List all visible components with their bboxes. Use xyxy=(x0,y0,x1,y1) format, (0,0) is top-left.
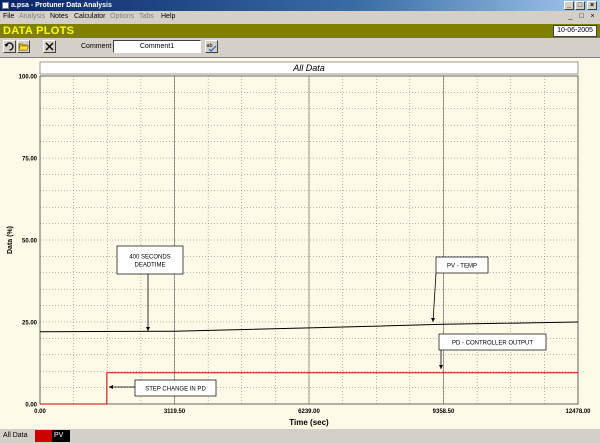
series-line-1 xyxy=(40,372,578,405)
x-tick-label: 6239.00 xyxy=(298,409,320,415)
annotation-box xyxy=(438,333,547,351)
y-tick-label: 75.00 xyxy=(22,157,38,163)
annotation-label: PV - TEMP xyxy=(447,263,477,269)
toolbar: Comment Comment1 ab xyxy=(0,39,600,55)
y-tick-label: 25.00 xyxy=(22,321,38,327)
tab-pd[interactable]: PD xyxy=(35,430,55,442)
svg-text:ab: ab xyxy=(207,43,213,49)
y-tick-label: 50.00 xyxy=(22,239,38,245)
menu-tabs[interactable]: Tabs xyxy=(139,13,154,20)
annotation-box xyxy=(116,245,184,275)
child-close-button[interactable]: × xyxy=(590,13,595,20)
folder-icon xyxy=(18,43,29,51)
x-tick-label: 12478.00 xyxy=(565,409,591,415)
x-axis-label: Time (sec) xyxy=(289,418,329,427)
maximize-button[interactable]: □ xyxy=(575,1,585,10)
annotation-arrow-head xyxy=(431,318,435,322)
menu-file[interactable]: File xyxy=(3,13,15,20)
annotation-arrow-head xyxy=(146,327,150,331)
annotation-arrow-head xyxy=(439,365,443,369)
menu-notes[interactable]: Notes xyxy=(50,13,69,20)
chart-title: All Data xyxy=(292,63,325,73)
menu-analysis[interactable]: Analysis xyxy=(19,13,46,20)
annotation-arrow-line xyxy=(432,272,437,323)
plot-panel: All Data 0.00 25.00 50.00 75.00 100.00 0.00 311… xyxy=(0,57,600,429)
data-plot-chart[interactable]: All Data 0.00 25.00 50.00 75.00 100.00 0.00 311… xyxy=(0,58,600,430)
annotation-label: 400 SECONDS xyxy=(129,254,170,260)
x-tick-label: 0.00 xyxy=(34,409,46,415)
title-bar: a.psa - Protuner Data Analysis _ □ × xyxy=(0,0,600,11)
comment-input[interactable]: Comment1 xyxy=(113,40,201,53)
app-icon xyxy=(2,2,9,9)
plot-tabs: All Data PD PV xyxy=(0,429,600,443)
annotation-box xyxy=(134,379,217,397)
annotation-box xyxy=(435,256,489,274)
close-button[interactable]: × xyxy=(587,1,597,10)
window-title: a.psa - Protuner Data Analysis xyxy=(11,2,112,9)
child-minimize-button[interactable]: _ xyxy=(568,13,573,20)
close-x-icon xyxy=(45,42,54,51)
section-header: DATA PLOTS 10-06-2005 xyxy=(0,24,600,38)
open-folder-button[interactable] xyxy=(17,40,30,53)
menu-help[interactable]: Help xyxy=(161,13,176,20)
series-line-0 xyxy=(39,321,579,333)
menu-calculator[interactable]: Calculator xyxy=(74,13,106,20)
comment-label: Comment xyxy=(81,43,112,50)
annotation-label: DEADTIME xyxy=(134,262,165,268)
delete-button[interactable] xyxy=(43,40,56,53)
tab-pv[interactable]: PV xyxy=(52,430,70,442)
y-tick-label: 100.00 xyxy=(19,75,38,81)
section-title: DATA PLOTS xyxy=(3,25,75,37)
x-tick-label: 9358.50 xyxy=(433,409,455,415)
y-tick-label: 0.00 xyxy=(25,403,37,409)
annotation-label: PD - CONTROLLER OUTPUT xyxy=(452,340,533,346)
menu-options[interactable]: Options xyxy=(110,13,135,20)
x-tick-label: 3119.50 xyxy=(164,409,186,415)
minimize-button[interactable]: _ xyxy=(564,1,574,10)
spellcheck-button[interactable]: ab xyxy=(205,40,218,53)
chart-title-box xyxy=(39,61,579,75)
tab-all-data[interactable]: All Data xyxy=(1,430,30,442)
y-axis-label: Data (%) xyxy=(7,226,14,254)
undo-button[interactable] xyxy=(3,40,16,53)
annotation-arrow-head xyxy=(109,385,113,389)
annotation-label: STEP CHANGE IN PD xyxy=(145,386,206,392)
date-display: 10-06-2005 xyxy=(553,25,597,37)
spellcheck-icon: ab xyxy=(207,43,217,52)
undo-icon xyxy=(4,42,14,51)
menu-bar: File Analysis Notes Calculator Options T… xyxy=(0,11,600,22)
child-maximize-button[interactable]: □ xyxy=(579,13,584,20)
